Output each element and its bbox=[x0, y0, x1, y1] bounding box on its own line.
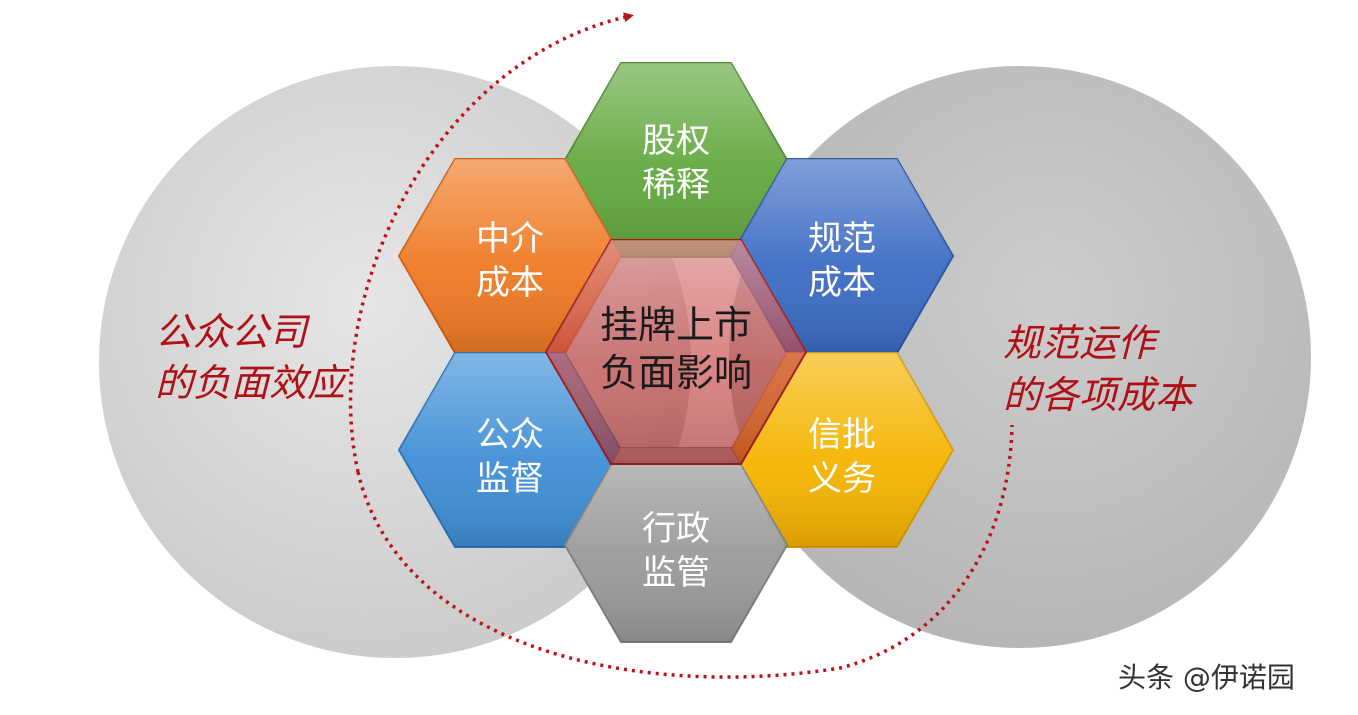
hex-public-shine bbox=[399, 353, 621, 547]
hex-disclosure-line1: 信批 bbox=[808, 415, 876, 455]
hex-equity-line1: 股权 bbox=[642, 121, 710, 161]
hex-public-line2: 监督 bbox=[476, 459, 544, 499]
hex-admin-regulation: 行政 监管 bbox=[563, 447, 789, 643]
hex-equity-shine bbox=[565, 63, 787, 257]
left-label-line2: 的负面效应 bbox=[155, 361, 350, 405]
left-label-line1: 公众公司 bbox=[155, 310, 311, 354]
right-label-line2: 的各项成本 bbox=[1003, 373, 1197, 417]
hex-center-negative-impact: 挂牌上市 负面影响 bbox=[544, 239, 808, 465]
hex-public-line1: 公众 bbox=[476, 415, 544, 455]
hex-public-supervision: 公众 监督 bbox=[397, 352, 623, 548]
right-label-line1: 规范运作 bbox=[1003, 321, 1160, 365]
hex-intermediary-line1: 中介 bbox=[476, 219, 544, 259]
hex-center-shine bbox=[546, 240, 806, 464]
center-line1: 挂牌上市 bbox=[600, 303, 752, 347]
watermark: 头条 @伊诺园 bbox=[1118, 661, 1295, 694]
hex-equity-line2: 稀释 bbox=[642, 165, 710, 205]
hex-admin-line1: 行政 bbox=[642, 509, 710, 549]
hex-standard-cost: 规范 成本 bbox=[729, 158, 955, 354]
hexagon-cluster: 股权 稀释 中介 成本 规范 成本 公众 监督 信批 义务 bbox=[397, 62, 955, 643]
orbit-arrow-upper bbox=[348, 12, 634, 473]
hex-disclosure-duty: 信批 义务 bbox=[729, 352, 955, 548]
hex-intermediary-cost: 中介 成本 bbox=[397, 158, 623, 354]
hex-disclosure-line2: 义务 bbox=[808, 459, 876, 499]
hex-admin-shine bbox=[565, 448, 787, 642]
hex-standard-line1: 规范 bbox=[808, 219, 876, 259]
center-line2: 负面影响 bbox=[600, 351, 752, 395]
hex-standard-line2: 成本 bbox=[808, 263, 876, 303]
hex-standard-shine bbox=[731, 159, 953, 353]
hex-equity-dilution: 股权 稀释 bbox=[563, 62, 789, 258]
hex-admin-line2: 监管 bbox=[642, 553, 710, 593]
hex-intermediary-line2: 成本 bbox=[476, 263, 544, 303]
hex-disclosure-shine bbox=[731, 353, 953, 547]
hex-intermediary-shine bbox=[399, 159, 621, 353]
